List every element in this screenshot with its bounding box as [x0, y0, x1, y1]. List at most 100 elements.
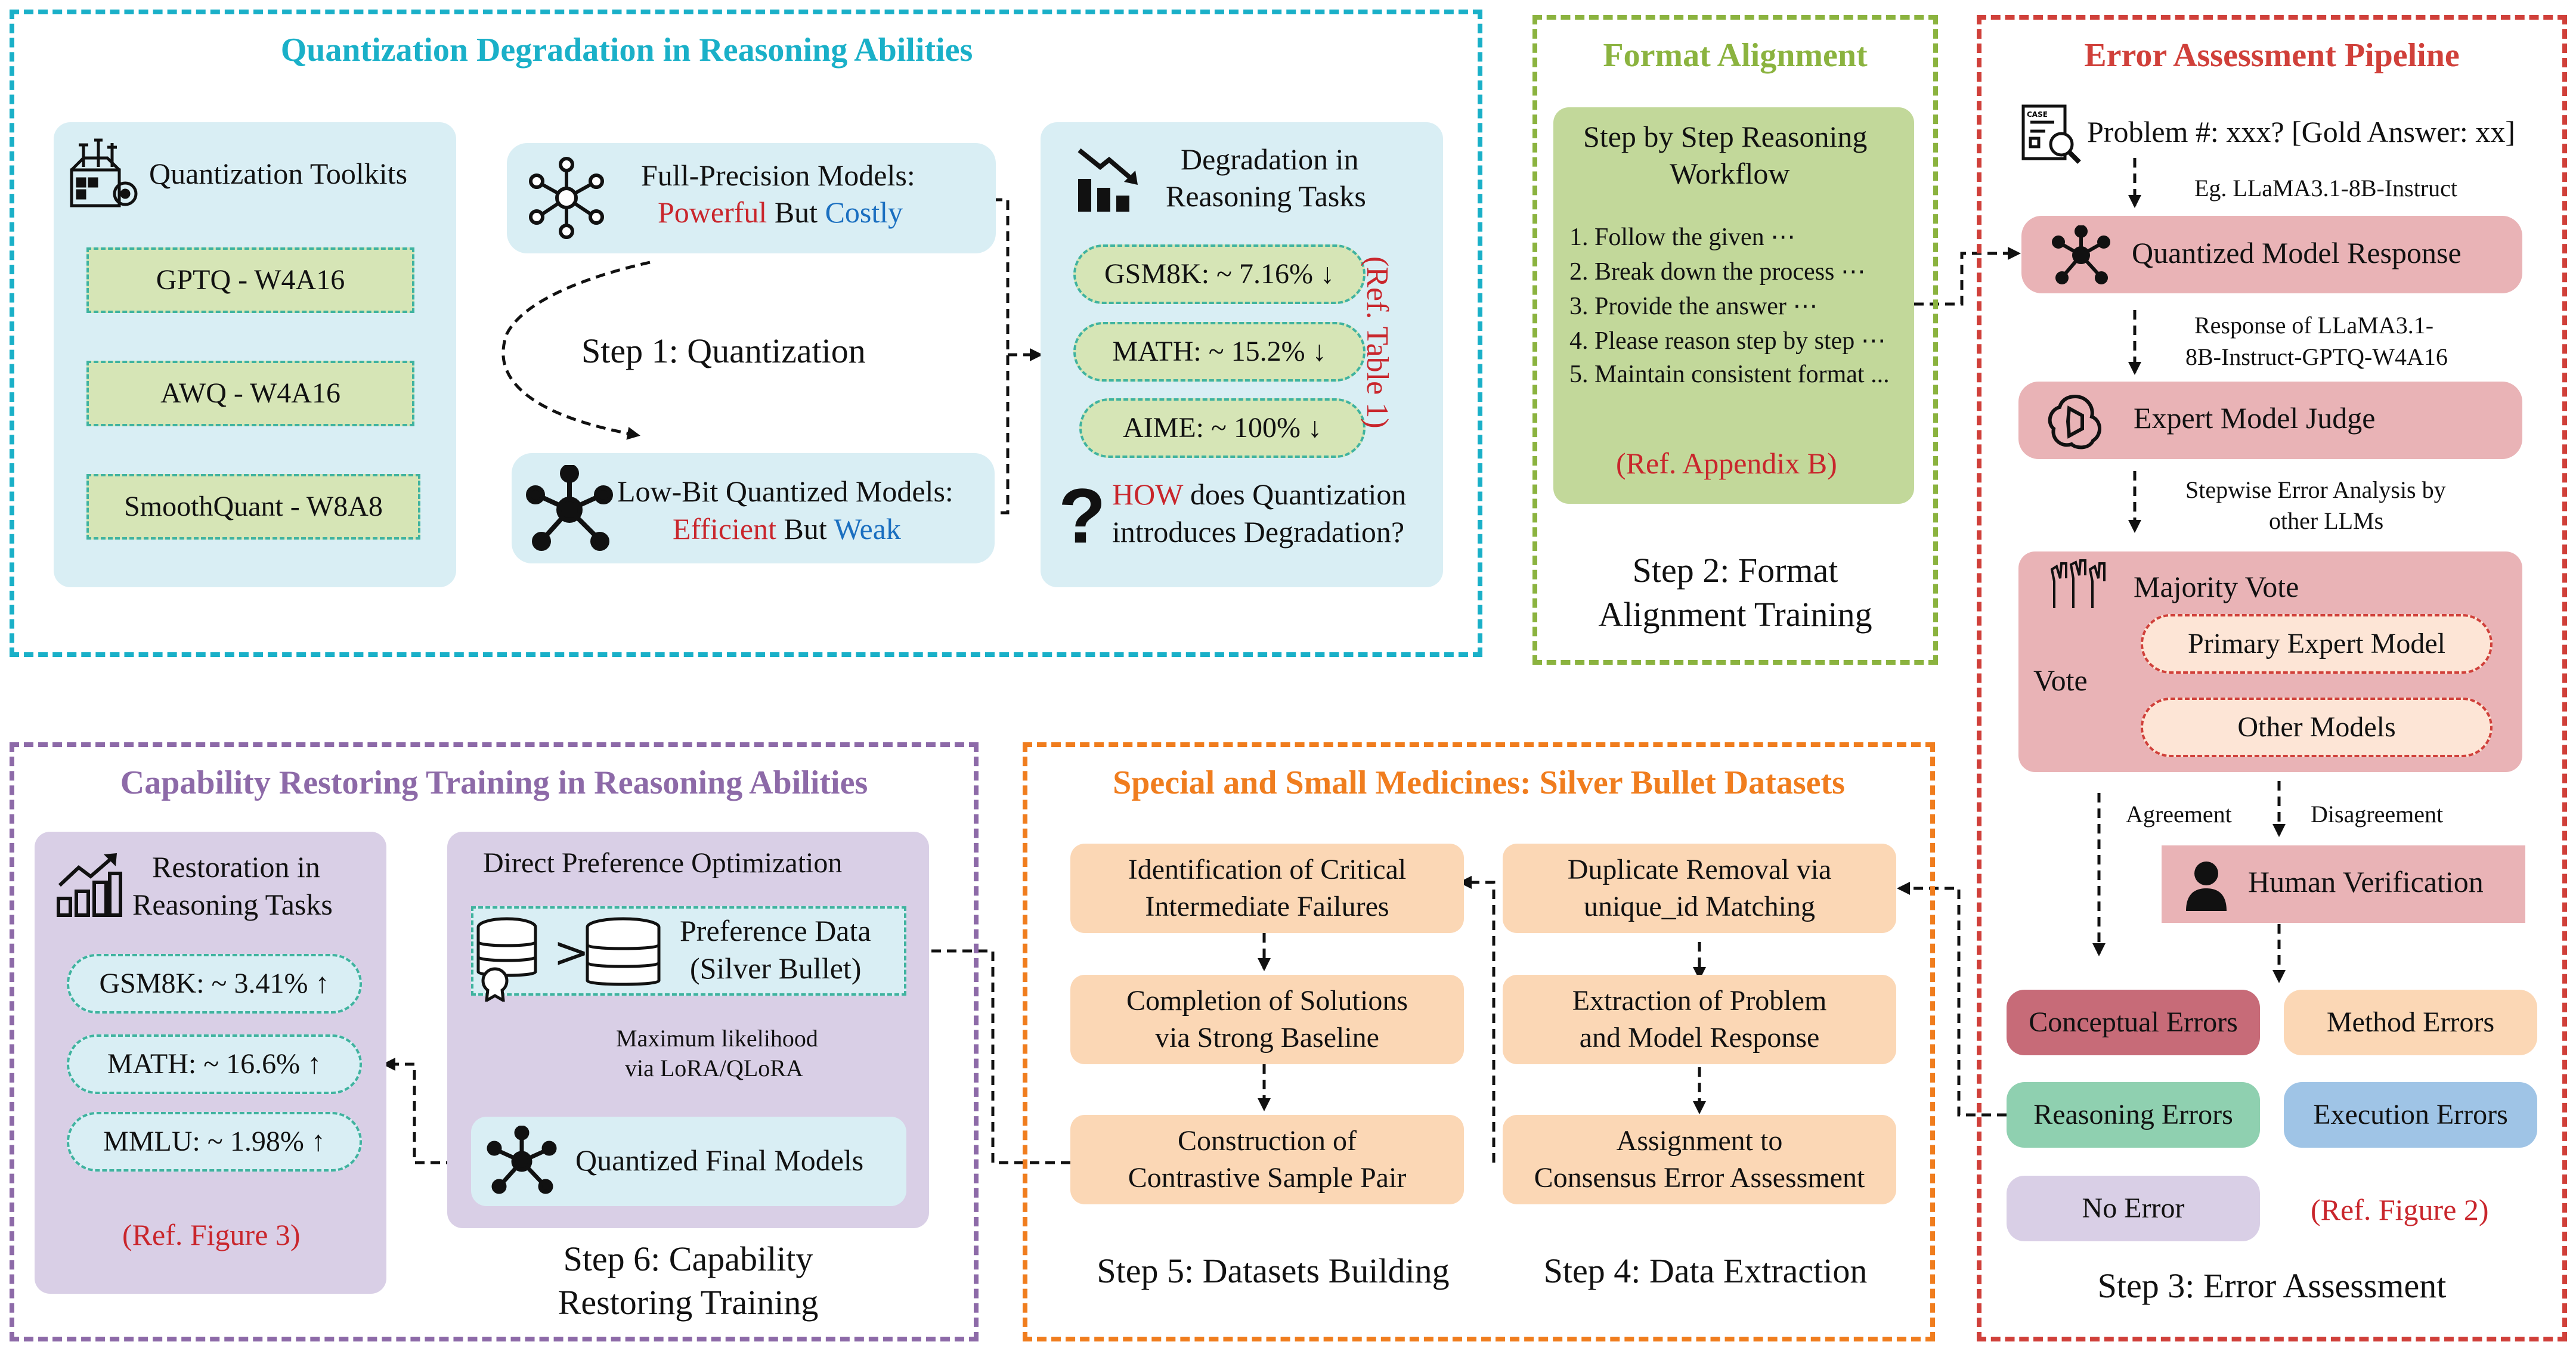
- how-label: HOW: [1112, 478, 1183, 511]
- svg-text:CASE: CASE: [2027, 110, 2048, 119]
- conceptual-errors-box: Conceptual Errors: [2007, 990, 2260, 1055]
- stepwise-2: other LLMs: [2269, 507, 2384, 534]
- error-panel: Error Assessment Pipeline: [1977, 15, 2567, 1341]
- step2-caption-1: Step 2: Format: [1632, 551, 1838, 590]
- agreement-label: Agreement: [2126, 801, 2232, 828]
- toolkit-gptq: GPTQ - W4A16: [86, 247, 414, 313]
- quantization-arrow: [501, 261, 651, 440]
- full-precision-box: [507, 143, 996, 253]
- quantized-response-label: Quantized Model Response: [2132, 236, 2462, 269]
- degradation-aime: AIME: ~ 100% ↓: [1079, 398, 1366, 458]
- method-errors-box: Method Errors: [2284, 990, 2537, 1055]
- quantization-panel-title: Quantization Degradation in Reasoning Ab…: [280, 32, 973, 69]
- restoration-title-1: Restoration in: [152, 850, 320, 884]
- restoration-mmlu: MMLU: ~ 1.98% ↑: [67, 1112, 362, 1172]
- other-models-box: Other Models: [2141, 698, 2493, 757]
- greater-than-symbol: >: [553, 927, 589, 977]
- majority-vote-label: Majority Vote: [2134, 570, 2299, 603]
- costly-label: Costly: [825, 196, 903, 229]
- workflow-title-2: Workflow: [1670, 157, 1790, 190]
- full-precision-title: Full-Precision Models:: [641, 159, 915, 192]
- format-to-error-arrow: [1914, 247, 2021, 306]
- format-panel: Format Alignment: [1532, 15, 1938, 665]
- toolkits-title: Quantization Toolkits: [149, 157, 408, 190]
- silver-bullet-panel-title: Special and Small Medicines: Silver Bull…: [1113, 764, 1845, 801]
- workflow-step-1: 1. Follow the given ⋯: [1569, 224, 1796, 251]
- dpo-title: Direct Preference Optimization: [483, 847, 843, 879]
- network-icon: [525, 156, 608, 240]
- weak-label: Weak: [834, 512, 901, 546]
- preference-data-2: (Silver Bullet): [690, 952, 862, 985]
- stepwise-1: Stepwise Error Analysis by: [2185, 476, 2446, 503]
- vote-label: Vote: [2033, 664, 2088, 697]
- restoration-title-2: Reasoning Tasks: [132, 888, 333, 921]
- powerful-label: Powerful: [658, 196, 767, 229]
- openai-logo-icon: [2045, 391, 2105, 450]
- workflow-title-1: Step by Step Reasoning: [1583, 120, 1868, 153]
- disagreement-label: Disagreement: [2311, 801, 2444, 828]
- ref-appendix-b: (Ref. Appendix B): [1616, 447, 1837, 480]
- workflow-step-2: 2. Break down the process ⋯: [1569, 258, 1866, 286]
- capability-panel: Capability Restoring Training in Reasoni…: [10, 742, 979, 1341]
- primary-expert-box: Primary Expert Model: [2141, 614, 2493, 674]
- bar-chart-up-icon: [55, 850, 123, 918]
- problem-text: Problem #: xxx? [Gold Answer: xx]: [2087, 115, 2515, 148]
- step4-caption: Step 4: Data Extraction: [1543, 1251, 1868, 1290]
- restoration-gsm8k: GSM8K: ~ 3.41% ↑: [67, 954, 362, 1014]
- capability-panel-title: Capability Restoring Training in Reasoni…: [120, 764, 868, 801]
- ref-table-1: (Ref. Table 1): [1360, 256, 1394, 429]
- restoration-math: MATH: ~ 16.6% ↑: [67, 1034, 362, 1094]
- degradation-math: MATH: ~ 15.2% ↓: [1073, 322, 1366, 382]
- toolkit-awq: AWQ - W4A16: [86, 361, 414, 426]
- toolbox-icon: [66, 134, 143, 212]
- human-verification-label: Human Verification: [2248, 865, 2484, 898]
- step3-caption: Step 3: Error Assessment: [2097, 1266, 2447, 1305]
- reasoning-errors-box: Reasoning Errors: [2007, 1082, 2260, 1148]
- ref-figure-3: (Ref. Figure 3): [122, 1218, 301, 1251]
- ref-figure-2: (Ref. Figure 2): [2311, 1193, 2489, 1226]
- no-error-box: No Error: [2007, 1176, 2260, 1241]
- silver-bullet-panel: Special and Small Medicines: Silver Bull…: [1023, 742, 1935, 1341]
- format-panel-title: Format Alignment: [1603, 37, 1868, 74]
- database-icon: >: [471, 912, 668, 1003]
- question-line-2: introduces Degradation?: [1112, 515, 1405, 549]
- execution-errors-box: Execution Errors: [2284, 1082, 2537, 1148]
- ml-text-2: via LoRA/QLoRA: [625, 1055, 803, 1082]
- workflow-box: [1553, 107, 1914, 504]
- efficient-label: Efficient: [673, 512, 776, 546]
- expert-judge-label: Expert Model Judge: [2134, 401, 2376, 435]
- expert-judge-box: [2018, 382, 2522, 459]
- raised-hands-icon: [2048, 557, 2111, 611]
- toolkit-smoothquant: SmoothQuant - W8A8: [86, 474, 420, 540]
- step6-caption-1: Step 6: Capability: [563, 1240, 813, 1278]
- question-line-1: HOW does Quantization: [1112, 478, 1407, 511]
- quantization-panel: Quantization Degradation in Reasoning Ab…: [10, 10, 1482, 657]
- network-icon: [525, 464, 614, 554]
- degradation-title-1: Degradation in: [1181, 142, 1359, 176]
- case-study-icon: CASE: [2018, 101, 2084, 167]
- full-precision-tradeoff: Powerful But Costly: [658, 196, 903, 229]
- step6-caption-2: Restoring Training: [558, 1283, 819, 1322]
- low-bit-tradeoff: Efficient But Weak: [673, 512, 901, 546]
- workflow-step-5: 5. Maintain consistent format ...: [1569, 361, 1890, 388]
- response-of-1: Response of LLaMA3.1-: [2194, 312, 2434, 339]
- degradation-gsm8k: GSM8K: ~ 7.16% ↓: [1073, 244, 1366, 304]
- error-to-step4-arrow: [1897, 882, 2007, 1117]
- workflow-step-3: 3. Provide the answer ⋯: [1569, 293, 1818, 320]
- low-bit-title: Low-Bit Quantized Models:: [617, 475, 953, 508]
- step2-caption-2: Alignment Training: [1598, 595, 1872, 634]
- ml-text-1: Maximum likelihood: [616, 1025, 818, 1052]
- network-icon: [2051, 225, 2111, 285]
- question-mark-icon: ?: [1058, 472, 1106, 559]
- example-model-text: Eg. LLaMA3.1-8B-Instruct: [2194, 175, 2458, 202]
- workflow-step-4: 4. Please reason step by step ⋯: [1569, 327, 1886, 355]
- degradation-title-2: Reasoning Tasks: [1166, 179, 1366, 213]
- preference-data-1: Preference Data: [680, 914, 871, 947]
